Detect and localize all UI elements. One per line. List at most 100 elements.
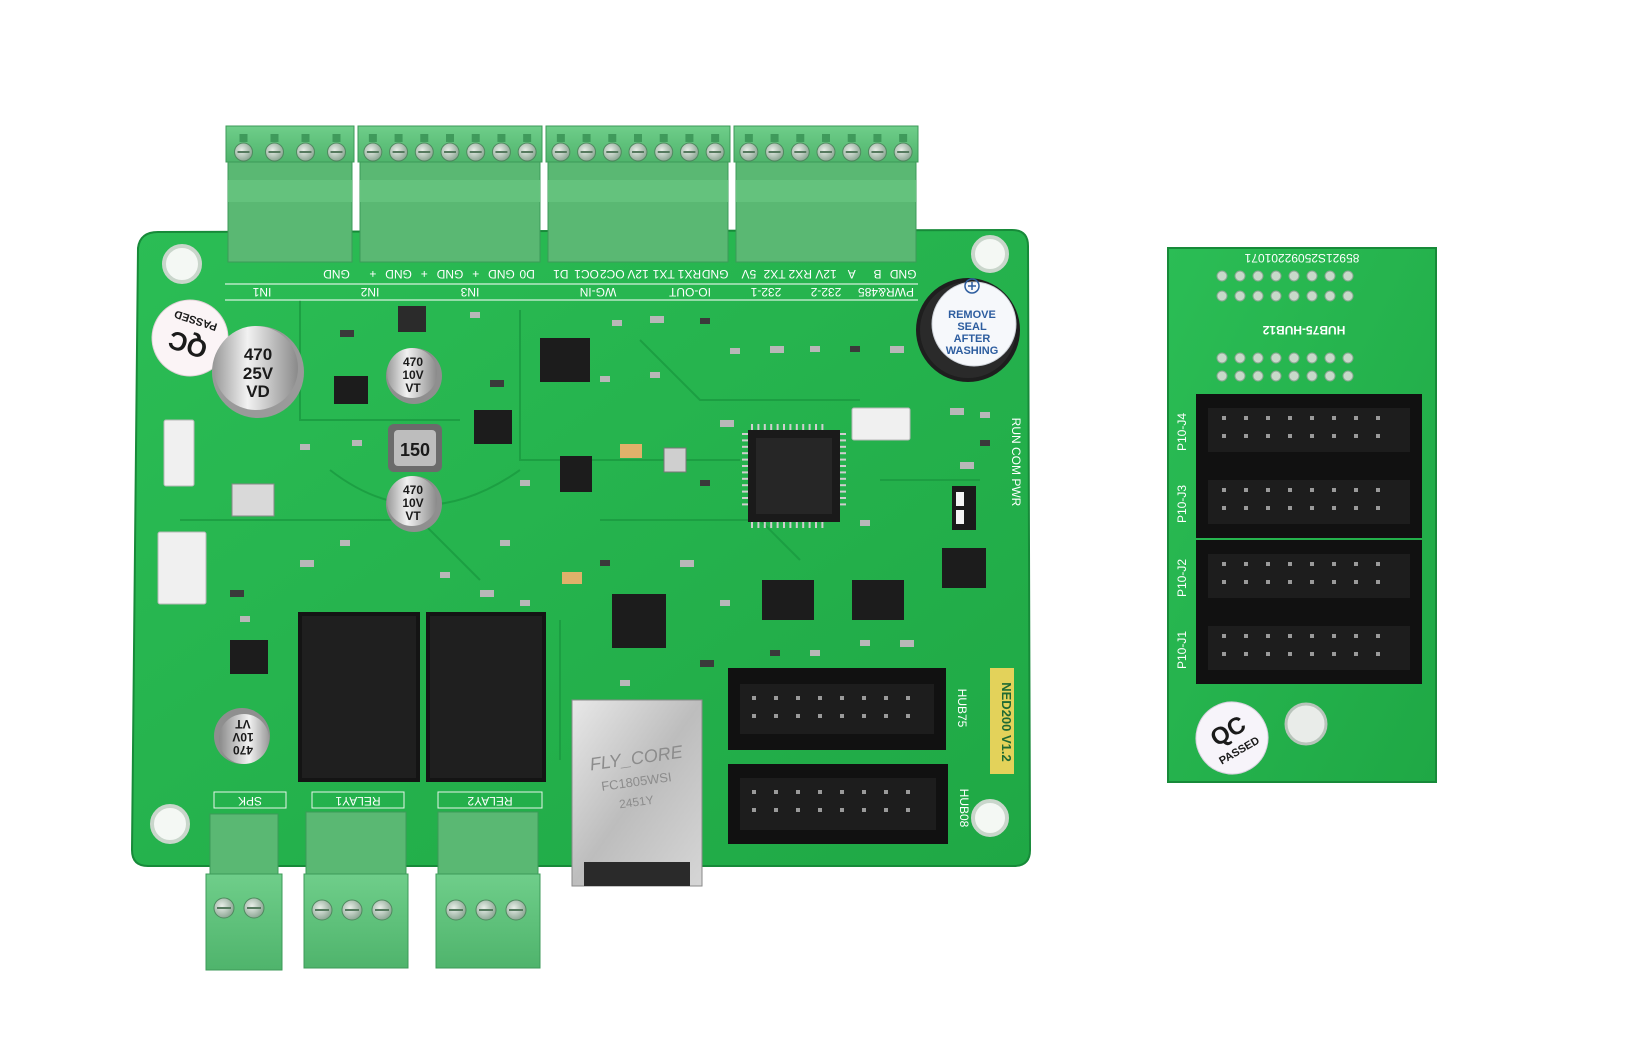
electrolytic-capacitor: 470 10V VT <box>386 348 442 404</box>
pin-label: TX1 <box>652 267 674 281</box>
relay-2 <box>426 612 546 782</box>
pin-label: 12V <box>815 267 836 281</box>
pin-label: D0 <box>519 267 535 281</box>
ethernet-jack: FLY_CORE FC1805WSI 2451Y <box>571 699 703 887</box>
hub08-label: HUB08 <box>957 789 971 828</box>
terminal-screws <box>234 134 913 162</box>
pin-label: 5V <box>742 267 757 281</box>
capacitor-marking: VD <box>246 382 270 401</box>
buzzer-sticker-text: WASHING <box>946 345 999 357</box>
capacitor-marking: 25V <box>243 364 274 383</box>
electrolytic-capacitor-large: 470 25V VD <box>212 326 304 418</box>
smd-capacitor <box>620 444 642 458</box>
hub75-connector <box>728 668 946 750</box>
hub75-label: HUB75 <box>955 689 969 728</box>
capacitor-marking: 470 <box>403 355 423 369</box>
power-inductor: 150 <box>388 424 442 472</box>
terminal-label: SPK <box>238 794 262 808</box>
inductor-marking: 150 <box>400 440 430 460</box>
capacitor-marking: 10V <box>402 368 423 382</box>
connector-label: P10-J4 <box>1175 413 1189 451</box>
mounting-hole <box>1284 702 1328 746</box>
capacitor-marking: 10V <box>402 496 423 510</box>
terminal-group-labels: PWR&485 232-2 232-1 IO-OUT WG-IN IN3 IN2 IN1 <box>252 285 914 299</box>
pin-label: GND <box>701 267 728 281</box>
group-label: WG-IN <box>580 285 617 299</box>
capacitor-marking: VT <box>405 509 421 523</box>
pin-label: GND <box>889 267 916 281</box>
buzzer-sticker-text: REMOVE <box>948 309 996 321</box>
electrolytic-capacitor: 470 10V VT <box>386 476 442 532</box>
pin-label: + <box>421 267 428 281</box>
pin-label: + <box>369 267 376 281</box>
group-label: 232-1 <box>750 285 781 299</box>
buzzer: REMOVE SEAL AFTER WASHING <box>916 278 1020 382</box>
ic-chips <box>230 306 986 674</box>
capacitor-marking: VT <box>235 717 251 731</box>
qc-passed-sticker-adapter: QC PASSED <box>1195 701 1269 775</box>
pin-label: TX2 <box>763 267 785 281</box>
p10-connector <box>1196 540 1422 612</box>
group-label: IN2 <box>360 285 379 299</box>
model-label: NED200 V1.2 <box>990 668 1014 774</box>
connector-label: P10-J1 <box>1175 631 1189 669</box>
jst-connectors <box>157 407 911 605</box>
group-label: IN3 <box>460 285 479 299</box>
terminal-screws <box>213 897 527 921</box>
pin-label: OC2 <box>600 267 625 281</box>
pin-label: GND <box>436 267 463 281</box>
p10-connector <box>1196 466 1422 538</box>
capacitor-marking: 470 <box>244 345 272 364</box>
p10-connector <box>1196 612 1422 684</box>
pin-label: GND <box>385 267 412 281</box>
capacitor-marking: VT <box>405 381 421 395</box>
terminal-pin-labels: GNDBA12VRX2TX25VGNDRX1TX112VOC2OC1D1D0GN… <box>323 267 917 281</box>
connector-label: P10-J2 <box>1175 559 1189 597</box>
pin-label: B <box>873 267 881 281</box>
terminal-block-spk <box>205 813 283 971</box>
terminal-block-top-2 <box>357 125 543 263</box>
capacitor-marking: 470 <box>403 483 423 497</box>
group-label: PWR&485 <box>858 285 914 299</box>
pin-label: GND <box>488 267 515 281</box>
microcontroller <box>742 424 846 528</box>
hub08-connector <box>728 764 948 844</box>
pin-label: RX2 <box>788 267 812 281</box>
buzzer-sticker-text: SEAL <box>957 321 987 333</box>
pin-label: GND <box>323 267 350 281</box>
pin-label: OC1 <box>574 267 599 281</box>
header-pads <box>1216 270 1354 382</box>
capacitor-marking: 470 <box>233 743 253 757</box>
mounting-hole <box>150 235 1009 844</box>
ethernet-jack-marking: 2451Y <box>618 793 654 812</box>
adapter-model: HUB75-HUB12 <box>1262 323 1345 337</box>
group-label: IN1 <box>252 285 271 299</box>
group-label: 232-2 <box>810 285 841 299</box>
main-board: GNDBA12VRX2TX25VGNDRX1TX112VOC2OC1D1D0GN… <box>130 125 1032 971</box>
smd-components <box>230 312 990 686</box>
connector-label: P10-J3 <box>1175 485 1189 523</box>
smd-capacitor <box>562 572 582 584</box>
pin-label: RX1 <box>677 267 701 281</box>
buzzer-sticker-text: AFTER <box>954 333 991 345</box>
adapter-serial: 85921S25092201071 <box>1244 251 1359 265</box>
terminal-label: RELAY2 <box>467 794 512 808</box>
p10-connector <box>1196 394 1422 466</box>
pin-label: + <box>472 267 479 281</box>
board-model: NED200 V1.2 <box>999 682 1014 762</box>
electrolytic-capacitor: 470 10V VT <box>214 708 270 764</box>
relay-1 <box>298 612 420 782</box>
terminal-label: RELAY1 <box>335 794 380 808</box>
capacitor-marking: 10V <box>232 730 253 744</box>
terminal-block-relay1 <box>303 811 409 969</box>
pin-label: A <box>848 267 856 281</box>
qc-passed-sticker: QC PASSED <box>151 299 229 377</box>
terminal-block-relay2 <box>435 811 541 969</box>
adapter-board: 85921S25092201071 HUB75-HUB12 P10-J4P10-… <box>1167 247 1437 783</box>
crystal-oscillator <box>663 447 687 473</box>
group-label: IO-OUT <box>668 285 711 299</box>
pin-label: D1 <box>553 267 569 281</box>
status-led-label: RUN COM PWR <box>1009 418 1023 507</box>
pin-label: 12V <box>627 267 648 281</box>
